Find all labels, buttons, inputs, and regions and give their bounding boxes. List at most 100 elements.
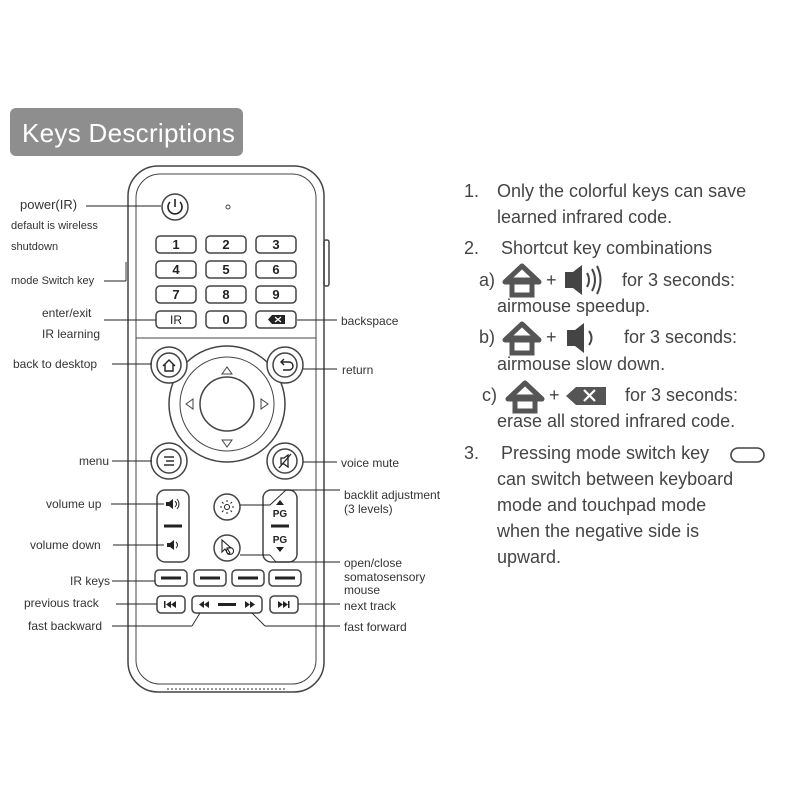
down-arrow-icon[interactable] bbox=[221, 439, 233, 448]
return-label: return bbox=[342, 363, 374, 377]
center-bar bbox=[218, 603, 236, 606]
note-2-number: 2. bbox=[464, 238, 480, 258]
home-button[interactable] bbox=[156, 352, 182, 378]
remote-inner-outline bbox=[135, 173, 317, 685]
key-7-label: 7 bbox=[172, 287, 179, 302]
combo-b-plus: + bbox=[546, 327, 557, 347]
next-track-icon bbox=[278, 601, 290, 608]
volume-rocker[interactable] bbox=[156, 489, 190, 563]
backlight-button[interactable] bbox=[213, 493, 241, 521]
combo-b-description: airmouse slow down. bbox=[497, 354, 666, 374]
key-2[interactable] bbox=[205, 235, 247, 254]
power-sub-label-2: shutdown bbox=[11, 241, 59, 253]
left-arrow-icon[interactable] bbox=[185, 398, 194, 410]
ir-key-1[interactable] bbox=[154, 569, 188, 587]
power-button[interactable] bbox=[161, 193, 189, 221]
previous-track-label: previous track bbox=[24, 596, 99, 610]
note-1-line-1: Only the colorful keys can save bbox=[497, 181, 747, 201]
mouse-cursor-icon bbox=[221, 538, 234, 555]
fast-backward-label: fast backward bbox=[28, 619, 103, 633]
volume-low-icon bbox=[567, 323, 593, 353]
note-3-line-2: can switch between keyboard bbox=[497, 469, 734, 489]
key-7[interactable] bbox=[155, 285, 197, 304]
return-button[interactable] bbox=[272, 352, 298, 378]
backlit-label-2: (3 levels) bbox=[344, 502, 393, 516]
mute-icon bbox=[278, 453, 292, 469]
volume-down-icon bbox=[167, 540, 178, 550]
dpad-outer[interactable] bbox=[168, 345, 286, 463]
ir-key-4[interactable] bbox=[268, 569, 302, 587]
backspace-label: backspace bbox=[341, 314, 399, 328]
next-track-button[interactable] bbox=[269, 595, 299, 614]
power-label: power(IR) bbox=[20, 197, 78, 212]
combo-c-plus: + bbox=[549, 385, 560, 405]
page-up-icon bbox=[276, 500, 284, 505]
key-ir[interactable] bbox=[155, 310, 197, 329]
key-4[interactable] bbox=[155, 260, 197, 279]
menu-button[interactable] bbox=[156, 448, 182, 474]
page-up-label: PG bbox=[273, 509, 288, 520]
key-backspace[interactable] bbox=[255, 310, 297, 329]
combo-b-label: b) bbox=[479, 327, 496, 347]
volume-up-icon bbox=[166, 498, 180, 510]
key-0[interactable] bbox=[205, 310, 247, 329]
key-0-label: 0 bbox=[222, 312, 229, 327]
right-arrow-icon[interactable] bbox=[260, 398, 269, 410]
previous-track-button[interactable] bbox=[156, 595, 186, 614]
combo-b-tail: for 3 seconds: bbox=[624, 327, 738, 347]
voice-mute-label: voice mute bbox=[341, 456, 400, 470]
key-5[interactable] bbox=[205, 260, 247, 279]
mute-button[interactable] bbox=[272, 448, 298, 474]
note-3-number: 3. bbox=[464, 443, 480, 463]
mode-switch-key[interactable] bbox=[323, 239, 330, 287]
note-1-line-2: learned infrared code. bbox=[497, 207, 673, 227]
key-6[interactable] bbox=[255, 260, 297, 279]
volume-down-label: volume down bbox=[30, 538, 101, 552]
previous-track-icon bbox=[164, 601, 176, 608]
combo-c-description: erase all stored infrared code. bbox=[497, 411, 736, 431]
up-arrow-icon[interactable] bbox=[221, 366, 233, 375]
menu-label: menu bbox=[79, 454, 110, 468]
somatosensory-label-3: mouse bbox=[344, 583, 381, 597]
power-icon bbox=[167, 199, 183, 215]
ok-button[interactable] bbox=[199, 376, 255, 432]
somatosensory-label-1: open/close bbox=[344, 556, 403, 570]
combo-a-description: airmouse speedup. bbox=[497, 296, 651, 316]
backlit-label-1: backlit adjustment bbox=[344, 488, 441, 502]
combo-a-plus: + bbox=[546, 270, 557, 290]
note-3-line-3: mode and touchpad mode bbox=[497, 495, 707, 515]
key-3-label: 3 bbox=[272, 237, 279, 252]
key-2-label: 2 bbox=[222, 237, 229, 252]
combo-c-tail: for 3 seconds: bbox=[625, 385, 739, 405]
key-6-label: 6 bbox=[272, 262, 279, 277]
key-1[interactable] bbox=[155, 235, 197, 254]
fast-rewind-forward-button[interactable] bbox=[191, 595, 263, 614]
enter-exit-label: enter/exit bbox=[42, 306, 92, 320]
backspace-icon bbox=[268, 315, 285, 324]
ir-keys-label: IR keys bbox=[70, 574, 111, 588]
ir-key-3[interactable] bbox=[231, 569, 265, 587]
combo-c-label: c) bbox=[482, 385, 497, 405]
note-3-line-1: Pressing mode switch key bbox=[501, 443, 710, 463]
leader-lines bbox=[86, 205, 340, 627]
page-down-label: PG bbox=[273, 535, 288, 546]
combo-a-tail: for 3 seconds: bbox=[622, 270, 736, 290]
key-3[interactable] bbox=[255, 235, 297, 254]
note-2-line-1: Shortcut key combinations bbox=[501, 238, 713, 258]
ir-key-2[interactable] bbox=[193, 569, 227, 587]
somatosensory-button[interactable] bbox=[213, 534, 241, 562]
key-9[interactable] bbox=[255, 285, 297, 304]
mode-switch-icon bbox=[730, 447, 765, 463]
home-icon bbox=[162, 359, 176, 372]
key-8[interactable] bbox=[205, 285, 247, 304]
home-icon-b bbox=[502, 321, 542, 356]
fast-backward-icon bbox=[199, 601, 209, 608]
fast-forward-label: fast forward bbox=[344, 620, 407, 634]
speaker-grille bbox=[167, 688, 285, 690]
return-icon bbox=[280, 358, 294, 371]
home-icon-a bbox=[502, 263, 542, 298]
remote-body bbox=[127, 165, 325, 693]
ir-learning-label: IR learning bbox=[42, 327, 101, 341]
